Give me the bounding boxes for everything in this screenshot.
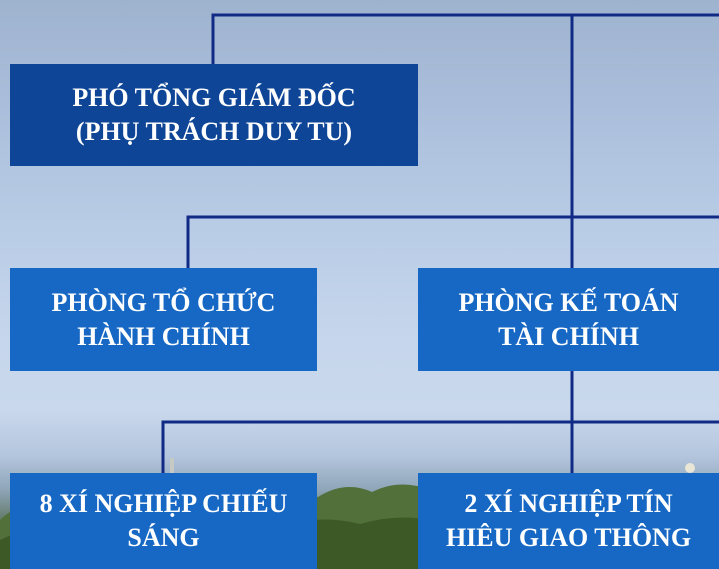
finance-line-2: TÀI CHÍNH [498,321,639,351]
finance-accounting-department-box: PHÒNG KẾ TOÁN TÀI CHÍNH [418,268,719,371]
deputy-general-director-box: PHÓ TỔNG GIÁM ĐỐC (PHỤ TRÁCH DUY TU) [10,64,418,166]
lighting-line-1: 8 XÍ NGHIỆP CHIẾU [39,489,288,518]
traffic-line-1: 2 XÍ NGHIỆP TÍN [464,489,673,518]
connector-hr [186,215,719,268]
connector-top [211,13,719,64]
hr-line-2: HÀNH CHÍNH [77,321,250,351]
connector-lighting [161,420,719,473]
traffic-line-2: HIÊU GIAO THÔNG [445,523,692,552]
hr-admin-department-box: PHÒNG TỔ CHỨC HÀNH CHÍNH [10,268,317,371]
deputy-line-1: PHÓ TỔNG GIÁM ĐỐC [72,83,356,112]
finance-line-1: PHÒNG KẾ TOÁN [458,287,679,317]
lighting-enterprises-box: 8 XÍ NGHIỆP CHIẾU SÁNG [10,473,317,569]
lighting-line-2: SÁNG [127,523,200,552]
deputy-line-2: (PHỤ TRÁCH DUY TU) [75,117,353,146]
hr-line-1: PHÒNG TỔ CHỨC [51,287,276,317]
traffic-signal-enterprises-box: 2 XÍ NGHIỆP TÍN HIÊU GIAO THÔNG [418,473,719,569]
